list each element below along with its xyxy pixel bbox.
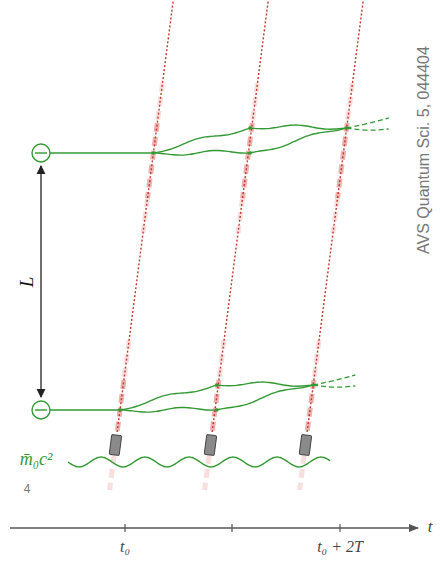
atom-path [50,152,153,153]
atom-symbol [32,144,50,162]
output-port [347,118,389,128]
output-port [313,375,355,385]
distance-label: L [17,277,38,288]
laser-source [204,434,216,455]
pulse-interaction [152,151,156,155]
pulse-interaction [248,151,252,155]
axis-tick [231,524,232,532]
interferometer-arm [153,128,346,155]
pulse-interaction [118,408,122,412]
pulse-interaction [311,383,315,387]
distance-arrow [40,166,41,397]
fragment-text: 4 [24,483,31,496]
laser-source [299,434,311,455]
tick-label: t₀ + 2T [317,538,363,556]
pulse-line [307,0,363,432]
laser-source [109,434,121,455]
pulse-interaction [345,126,349,130]
pulse-interaction [215,383,219,387]
tick-label: t₀ [120,538,130,556]
mass-energy-label: m̄₀c² [20,450,53,470]
output-port [347,128,389,130]
pulse-interaction [248,126,252,130]
laser-pulses [109,0,363,490]
time-axis [10,527,418,528]
interferometer-arm [153,125,346,153]
pulse-line [117,0,173,432]
oscillating-mass [68,457,330,467]
atom-path [50,409,120,410]
interferometer-arms [50,118,389,467]
axis-tick [124,524,125,532]
atom-symbol [32,401,50,419]
pulse-interaction [215,408,219,412]
axis-label: t [428,518,433,537]
pulse-glow [205,455,210,490]
pulse-glow [300,455,305,490]
interferometer-arm [120,385,313,412]
atom-symbol [35,152,47,153]
output-port [313,385,355,387]
axis-tick [339,524,340,532]
atom-symbol [35,409,47,410]
pulse-line [212,0,268,432]
citation-watermark: AVS Quantum Sci. 5, 044404 [415,46,433,254]
interferometer-arm [120,382,313,410]
fixed-parts [10,144,418,532]
